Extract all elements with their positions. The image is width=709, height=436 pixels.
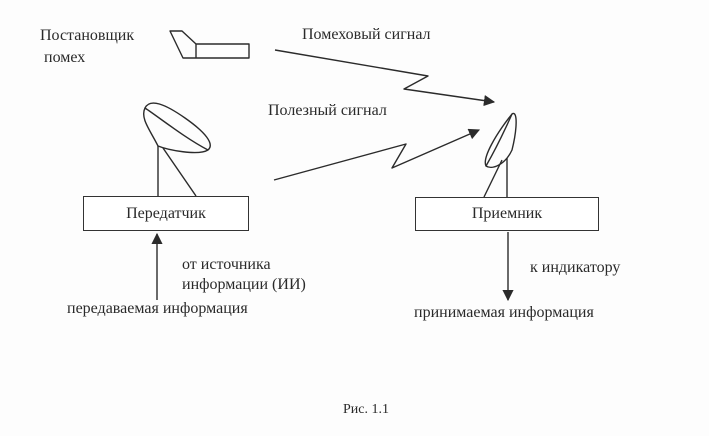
transmitter-block: Передатчик <box>83 196 249 231</box>
source-note-line2: информации (ИИ) <box>182 276 306 293</box>
figure-caption: Рис. 1.1 <box>343 402 389 417</box>
jammer-label-line2: помех <box>44 49 86 66</box>
interference-signal-arrow <box>274 49 496 107</box>
transmitted-info-label: передаваемая информация <box>67 300 248 317</box>
useful-signal-label: Полезный сигнал <box>268 102 387 119</box>
interference-signal-label: Помеховый сигнал <box>302 26 431 43</box>
receiver-block: Приемник <box>415 197 599 231</box>
transmitter-antenna-icon <box>143 102 211 197</box>
indicator-note-label: к индикатору <box>530 259 621 276</box>
source-note-line1: от источника <box>182 256 271 273</box>
receiver-antenna-icon <box>483 112 517 198</box>
jammer-label: Постановщик <box>40 27 135 44</box>
received-info-label: принимаемая информация <box>414 304 594 321</box>
jammer-icon <box>169 30 250 59</box>
transmitter-label: Передатчик <box>126 204 206 222</box>
receiver-label: Приемник <box>471 205 543 222</box>
useful-signal-arrow <box>273 128 481 181</box>
